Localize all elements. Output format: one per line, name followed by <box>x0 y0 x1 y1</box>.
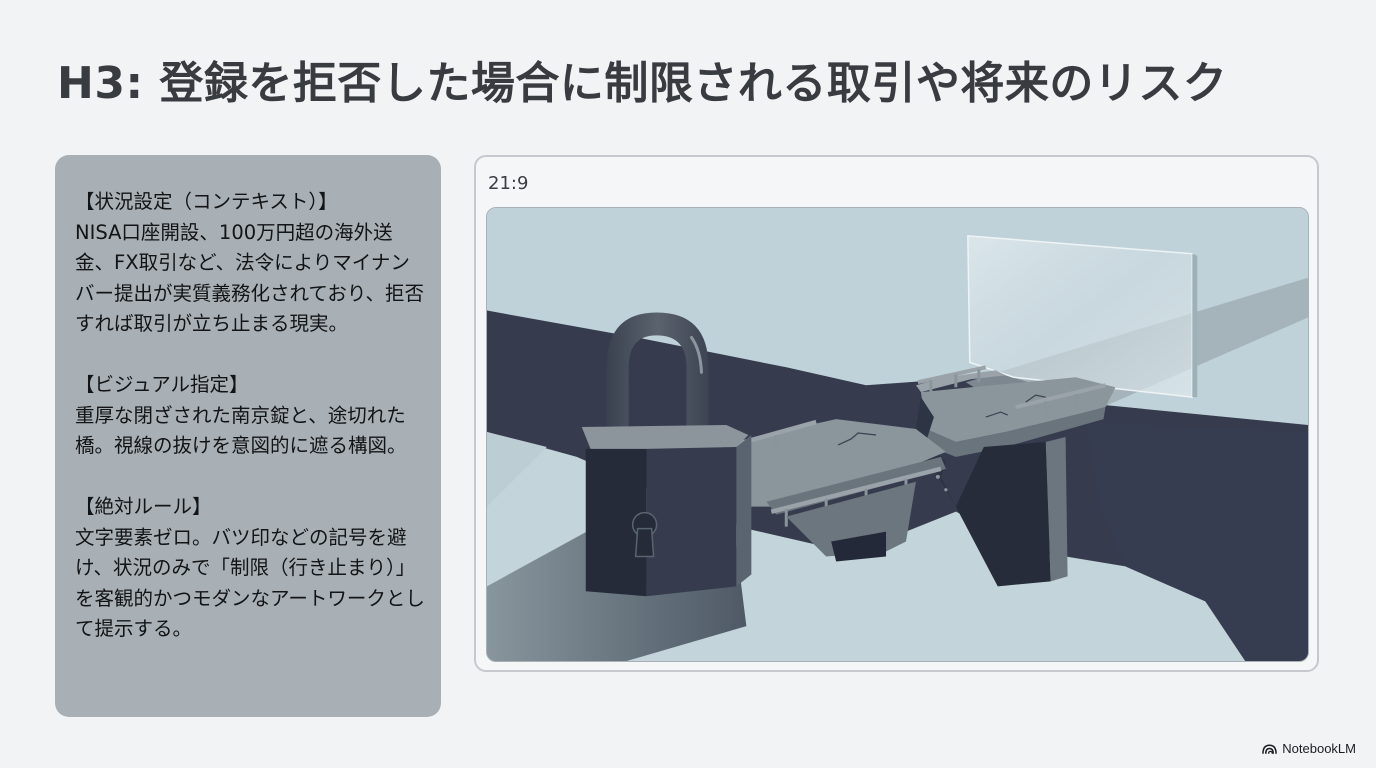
section-context: 【状況設定（コンテキスト）】 NISA口座開設、100万円超の海外送金、FX取引… <box>75 187 425 340</box>
slide-title: H3: 登録を拒否した場合に制限される取引や将来のリスク <box>57 58 1228 109</box>
section-body: 重厚な閉ざされた南京錠と、途切れた橋。視線の抜けを意図的に遮る構図。 <box>75 403 407 458</box>
prompt-description-panel: 【状況設定（コンテキスト）】 NISA口座開設、100万円超の海外送金、FX取引… <box>55 155 441 717</box>
padlock-broken-bridge-illustration <box>487 208 1308 661</box>
section-heading: 【状況設定（コンテキスト）】 <box>75 190 338 213</box>
section-heading: 【絶対ルール】 <box>75 495 212 518</box>
aspect-ratio-label: 21:9 <box>488 173 529 194</box>
image-frame: 21:9 <box>474 155 1319 672</box>
section-visual: 【ビジュアル指定】 重厚な閉ざされた南京錠と、途切れた橋。視線の抜けを意図的に遮… <box>75 370 425 462</box>
brand-watermark: NotebookLM <box>1262 741 1356 756</box>
section-rules: 【絶対ルール】 文字要素ゼロ。バツ印などの記号を避け、状況のみで「制限（行き止ま… <box>75 492 425 645</box>
section-body: NISA口座開設、100万円超の海外送金、FX取引など、法令によりマイナンバー提… <box>75 220 425 336</box>
brand-label: NotebookLM <box>1282 741 1356 756</box>
prompt-text: 【状況設定（コンテキスト）】 NISA口座開設、100万円超の海外送金、FX取引… <box>75 187 425 675</box>
illustration <box>486 207 1309 662</box>
notebooklm-logo-icon <box>1262 743 1278 754</box>
section-heading: 【ビジュアル指定】 <box>75 373 249 396</box>
section-body: 文字要素ゼロ。バツ印などの記号を避け、状況のみで「制限（行き止まり）」を客観的か… <box>75 525 425 641</box>
